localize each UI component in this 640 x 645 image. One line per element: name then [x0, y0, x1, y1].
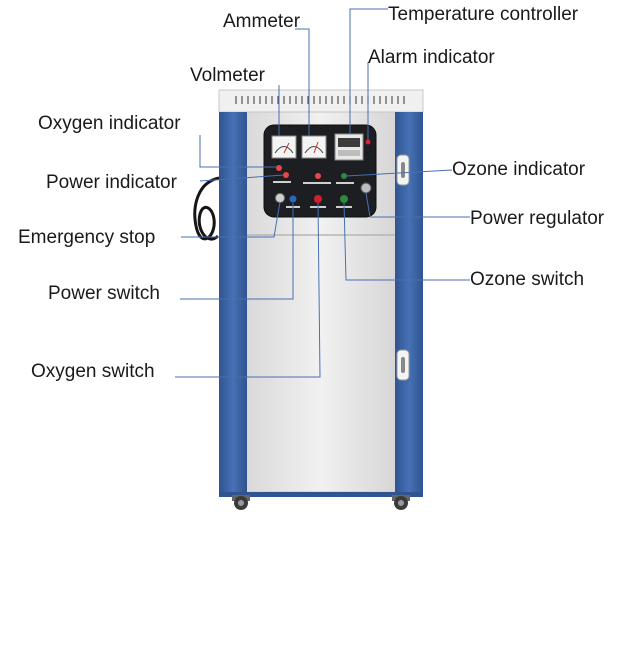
- emergency-stop-line: [181, 201, 281, 238]
- label-volmeter: Volmeter: [190, 65, 265, 86]
- temperature-controller-display: [334, 133, 364, 161]
- power-cable: [193, 176, 220, 241]
- power-indicator-lamp: [283, 172, 289, 178]
- oxygen-switch-line: [175, 202, 321, 378]
- left-caster: [232, 495, 250, 510]
- meter-ammeter: [301, 135, 327, 159]
- label-power-switch: Power switch: [48, 283, 160, 304]
- ammeter-line: [295, 28, 310, 136]
- power-switch-button: [289, 195, 297, 203]
- label-oxygen-switch: Oxygen switch: [31, 361, 155, 382]
- ozone-indicator-line: [345, 169, 453, 177]
- power-regulator-line: [365, 192, 470, 218]
- callout-lines: [175, 8, 470, 378]
- tiny-switch-labels: [286, 206, 352, 208]
- oxygen-indicator-lamp: [276, 165, 282, 171]
- alarm-indicator-lamp: [365, 139, 371, 145]
- ozone-switch-button: [340, 195, 348, 203]
- cabinet-base: [219, 492, 423, 497]
- power-switch-line: [180, 203, 294, 300]
- tiny-panel-labels: [273, 181, 354, 184]
- label-ammeter: Ammeter: [223, 11, 301, 32]
- oxygen-indicator-line: [199, 135, 277, 168]
- meter-volmeter: [271, 135, 297, 159]
- right-caster: [392, 495, 410, 510]
- label-alarm-indicator: Alarm indicator: [368, 47, 495, 68]
- upper-door-handle: [396, 154, 410, 186]
- label-oxygen-indicator: Oxygen indicator: [38, 113, 181, 134]
- label-emergency-stop: Emergency stop: [18, 227, 156, 248]
- label-power-indicator: Power indicator: [46, 172, 177, 193]
- left-side-panel: [219, 112, 247, 494]
- status-lamp-center: [315, 173, 321, 179]
- label-ozone-switch: Ozone switch: [470, 269, 585, 290]
- label-power-regulator: Power regulator: [470, 208, 605, 229]
- emergency-stop-button: [275, 193, 285, 203]
- oxygen-switch-button: [314, 195, 322, 203]
- label-ozone-indicator: Ozone indicator: [452, 159, 586, 180]
- lower-door-handle: [396, 349, 410, 381]
- power-regulator-knob: [360, 182, 372, 194]
- temperature-controller-line: [349, 8, 388, 134]
- ozone-indicator-lamp: [341, 173, 347, 179]
- power-indicator-line: [199, 174, 285, 182]
- ozone-switch-line: [343, 202, 470, 281]
- label-temperature-controller: Temperature controller: [388, 4, 579, 25]
